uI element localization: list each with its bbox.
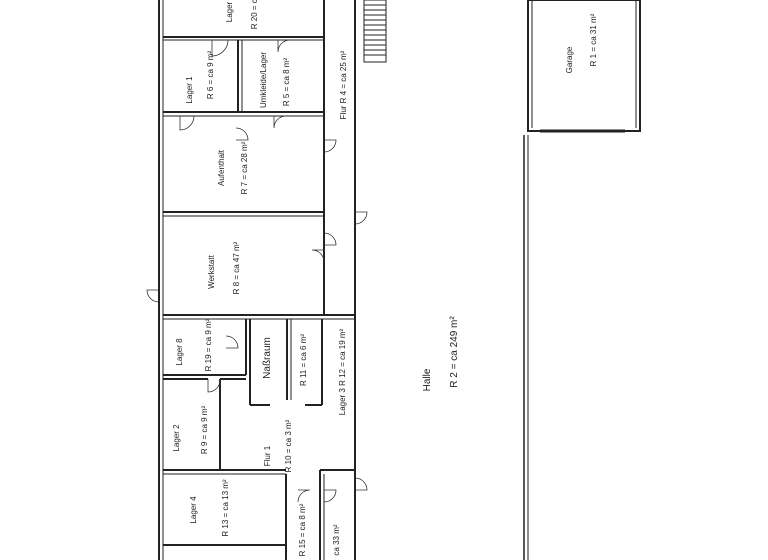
- room-label-lager2: Lager 2: [172, 424, 181, 452]
- door: [179, 115, 195, 131]
- room-area-werkstatt: R 8 = ca 47 m²: [232, 241, 241, 295]
- door: [354, 211, 368, 225]
- room-label-lager8: Lager 8: [175, 338, 184, 366]
- door: [354, 477, 368, 491]
- room-label-r11: R 11 = ca 6 m²: [299, 333, 308, 387]
- room-area-r20: R 20 = ca: [250, 0, 259, 30]
- room-area-aufenthalt: R 7 = ca 28 m²: [240, 141, 249, 195]
- room-label-lager4: Lager 4: [189, 496, 198, 524]
- door: [207, 378, 221, 393]
- door: [235, 127, 249, 141]
- room-label-r33: ca 33 m²: [332, 524, 341, 556]
- room-label-lager1: Lager 1: [185, 76, 194, 104]
- room-area-garage: R 1 = ca 31 m²: [589, 13, 598, 67]
- door: [273, 115, 287, 129]
- room-area-lager2: R 9 = ca 9 m²: [200, 405, 209, 455]
- room-label-aufenthalt: Aufenthalt: [217, 149, 226, 187]
- door: [323, 232, 337, 246]
- room-label-werkstatt: Werkstatt: [207, 255, 216, 289]
- stair: [363, 0, 387, 63]
- room-area-lager1: R 6 = ca 9 m²: [206, 50, 215, 100]
- room-label-garage: Garage: [565, 46, 574, 74]
- door: [323, 489, 337, 503]
- door: [297, 489, 311, 503]
- room-label-flur4: Flur R 4 = ca 25 m²: [339, 50, 348, 120]
- door: [211, 39, 229, 57]
- door: [311, 249, 325, 263]
- room-label-lager3: Lager 3 R 12 = ca 19 m²: [338, 328, 347, 416]
- room-label-halle: Halle: [422, 368, 433, 392]
- room-label-flur1: Flur 1: [263, 445, 272, 467]
- room-label-nassraum: Naßraum: [262, 337, 273, 379]
- room-area-halle: R 2 = ca 249 m²: [449, 316, 460, 388]
- room-area-flur1: R 10 = ca 3 m²: [284, 419, 293, 473]
- room-area-lager4: R 13 = ca 13 m²: [221, 479, 230, 537]
- door: [277, 39, 291, 53]
- door: [225, 335, 239, 349]
- room-label-umkleide: Umkleide/Lager: [259, 51, 268, 109]
- door: [323, 139, 337, 153]
- garage-outline: [527, 0, 641, 132]
- room-label-r15: R 15 = ca 8 m²: [298, 503, 307, 557]
- door: [146, 289, 160, 303]
- room-label-r20: Lager: [225, 1, 234, 23]
- room-area-lager8: R 19 = ca 9 m²: [204, 318, 213, 372]
- room-area-umkleide: R 5 = ca 8 m²: [282, 57, 291, 107]
